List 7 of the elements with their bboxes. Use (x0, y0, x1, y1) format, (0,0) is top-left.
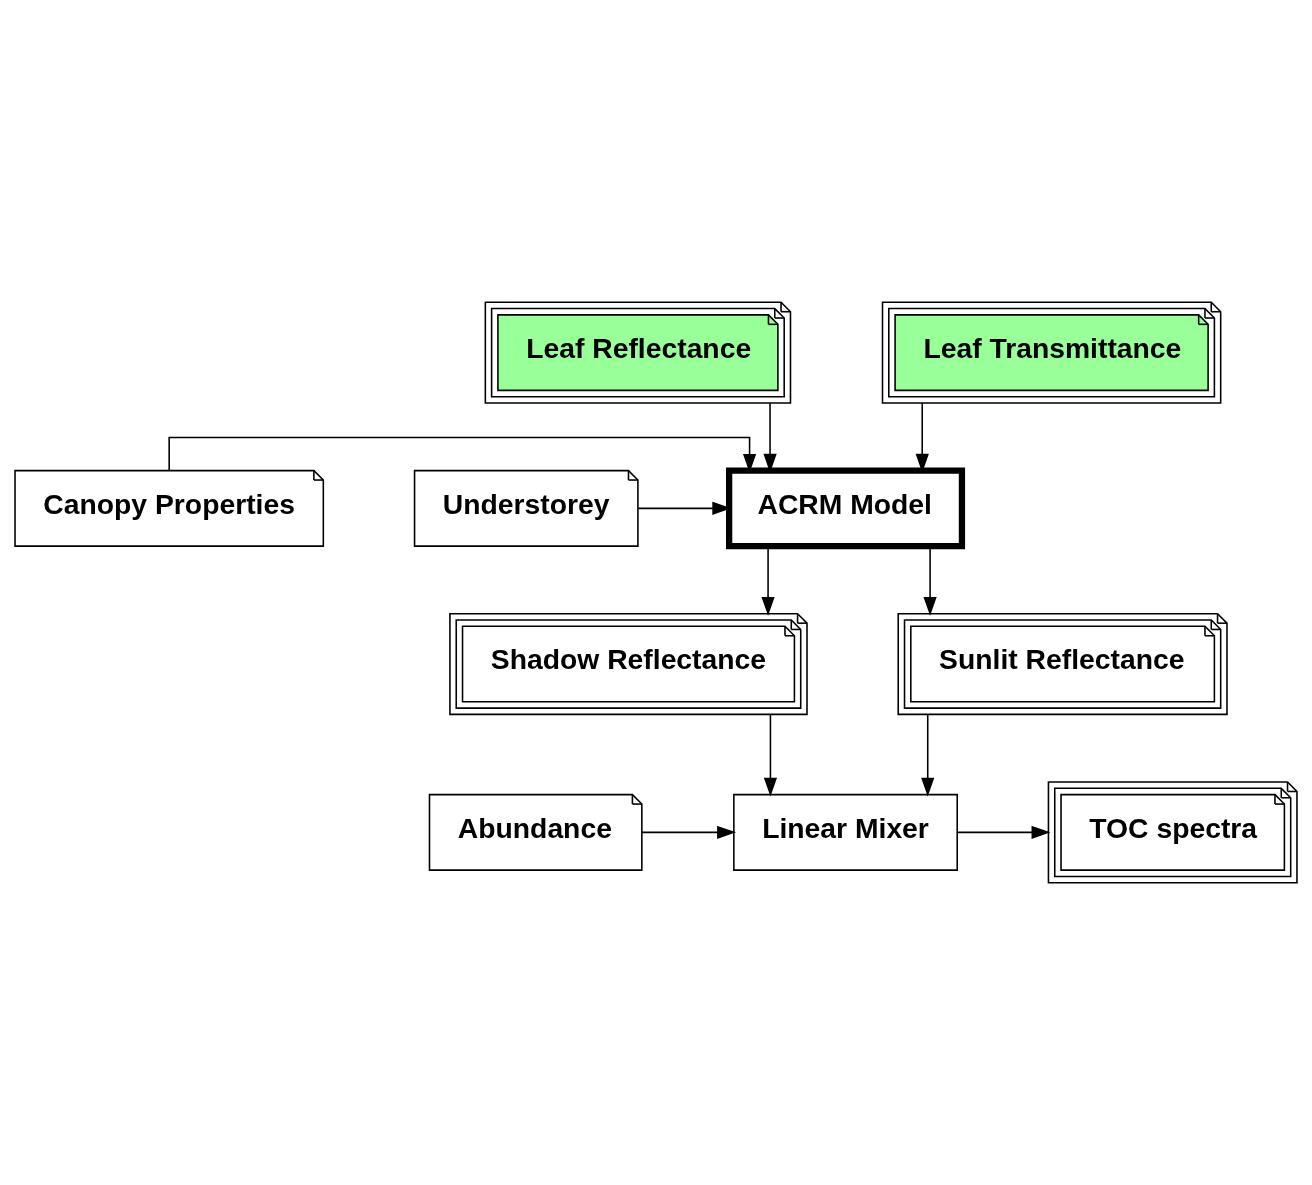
arrow (763, 713, 778, 797)
arrow (956, 825, 1051, 839)
node-box: ACRM Model (726, 467, 966, 550)
arrow (168, 436, 757, 473)
arrow (921, 713, 935, 797)
arrow (641, 825, 737, 839)
node-box: Linear Mixer (733, 793, 958, 871)
